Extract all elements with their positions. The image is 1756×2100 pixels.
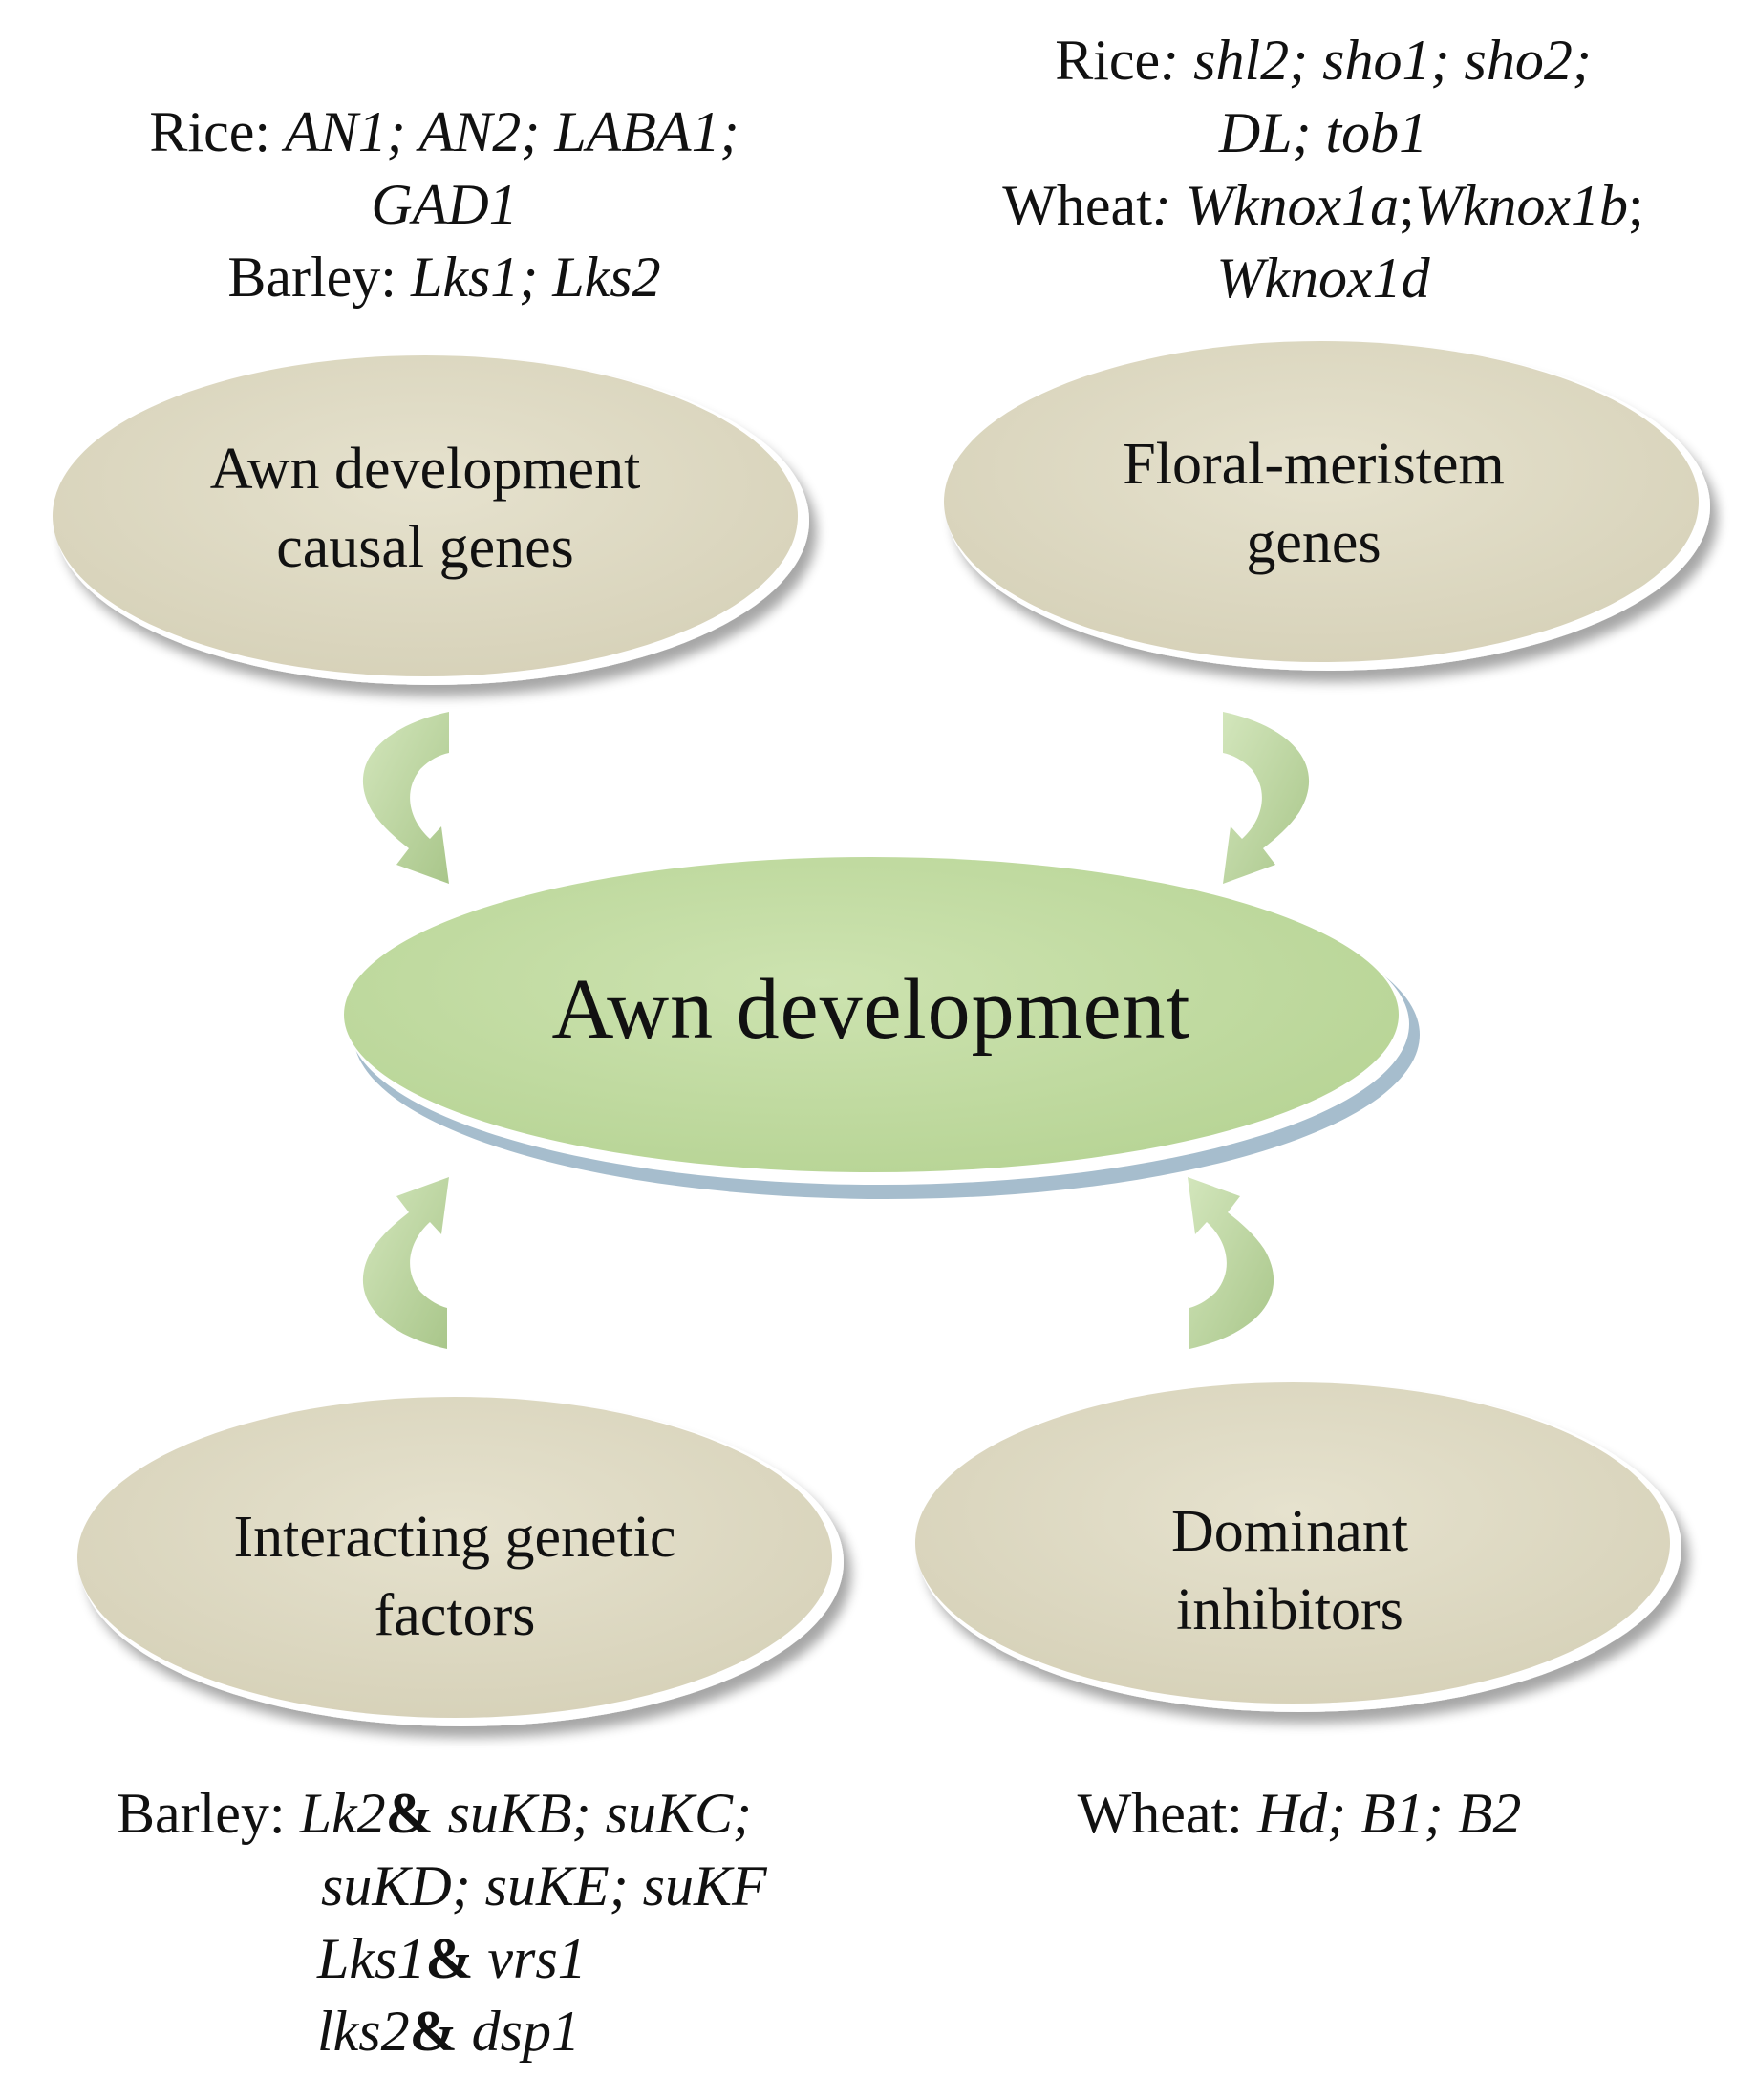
bubble-label-line1: Interacting genetic xyxy=(233,1505,676,1570)
bubble-label-line2: causal genes xyxy=(276,515,574,580)
rice-genes: AN1; AN2; LABA1; xyxy=(285,100,739,163)
barley-line: Barley: Lks1; Lks2 xyxy=(86,241,803,313)
ampersand: & xyxy=(385,1782,434,1845)
gene-list-top-left: Rice: AN1; AN2; LABA1; GAD1 Barley: Lks1… xyxy=(86,96,803,313)
bubble-label-floral-meristem: Floral-meristem genes xyxy=(1075,425,1553,582)
ampersand: & xyxy=(425,1927,474,1990)
dsp1-gene: dsp1 xyxy=(471,2000,580,2063)
bubble-label-awn-causal-genes: Awn development causal genes xyxy=(186,430,664,587)
arrow-bottom-right xyxy=(1188,1177,1274,1349)
arrow-bottom-left xyxy=(362,1177,449,1349)
bubble-label-interacting-factors: Interacting genetic factors xyxy=(206,1498,703,1655)
suk-genes-1: suKB; suKC; xyxy=(447,1782,752,1845)
rice-genes: : shl2; sho1; sho2; xyxy=(1160,29,1592,92)
arrow-top-left xyxy=(362,712,449,884)
vrs1-gene: vrs1 xyxy=(487,1927,587,1990)
gene-list-bottom-right: Wheat: Hd; B1; B2 xyxy=(1032,1777,1567,1850)
barley-genes: Lks1; Lks2 xyxy=(410,246,661,309)
bubble-label-line1: Floral-meristem xyxy=(1123,432,1505,497)
center-awn-development xyxy=(344,857,1420,1199)
barley-label: Barley: xyxy=(227,246,396,309)
wheat-line: Wheat: Hd; B1; B2 xyxy=(1032,1777,1567,1850)
bubble-label-line2: inhibitors xyxy=(1176,1577,1403,1642)
rice-line-cont: DL; tob1 xyxy=(917,96,1729,169)
barley-label: Barley: xyxy=(117,1782,286,1845)
arrow-top-right xyxy=(1223,712,1310,884)
rice-line: Rice: shl2; sho1; sho2; xyxy=(917,24,1729,96)
bubble-awn-causal-genes xyxy=(53,355,809,685)
lks1-line: Lks1& vrs1 xyxy=(117,1922,881,1995)
wheat-genes-a: : Wknox1a xyxy=(1151,174,1400,237)
bubble-label-line2: factors xyxy=(374,1583,536,1648)
wheat-genes-b: Wknox1b xyxy=(1414,174,1629,237)
wheat-genes: Hd; B1; B2 xyxy=(1256,1782,1522,1845)
gene-list-top-right: Rice: shl2; sho1; sho2; DL; tob1 Wheat: … xyxy=(917,24,1729,314)
suk-line-2: suKD; suKE; suKF xyxy=(117,1850,881,1922)
rice-genes-cont: GAD1 xyxy=(371,173,518,236)
bubble-interacting-factors xyxy=(77,1397,844,1726)
wheat-line-cont: Wknox1d xyxy=(917,242,1729,314)
bubble-label-line1: Awn development xyxy=(209,437,641,502)
wheat-sep: ; xyxy=(1399,174,1415,237)
lk2-gene: Lk2 xyxy=(299,1782,386,1845)
bubble-label-line2: genes xyxy=(1246,510,1381,575)
ampersand: & xyxy=(409,2000,458,2063)
wheat-line: Wheat: Wknox1a;Wknox1b; xyxy=(917,169,1729,242)
bubble-label-dominant-inhibitors: Dominant inhibitors xyxy=(1051,1492,1529,1649)
rice-line: Rice: AN1; AN2; LABA1; xyxy=(86,96,803,168)
gene-list-bottom-left: Barley: Lk2& suKB; suKC; suKD; suKE; suK… xyxy=(117,1777,881,2068)
bubble-floral-meristem-genes xyxy=(944,341,1710,671)
lks2-line: lks2& dsp1 xyxy=(117,1995,881,2068)
rice-label: Rice: xyxy=(149,100,271,163)
lks2-gene: lks2 xyxy=(317,2000,410,2063)
center-label: Awn development xyxy=(551,962,1191,1057)
barley-line: Barley: Lk2& suKB; suKC; xyxy=(117,1777,881,1850)
wheat-label: Wheat xyxy=(1002,174,1152,237)
rice-label: Rice xyxy=(1055,29,1161,92)
suk-genes-2: suKD; suKE; suKF xyxy=(321,1854,767,1918)
rice-genes-cont: DL; tob1 xyxy=(1218,101,1428,164)
rice-line-cont: GAD1 xyxy=(86,168,803,241)
lks1-gene: Lks1 xyxy=(317,1927,426,1990)
bubble-label-line1: Dominant xyxy=(1171,1499,1408,1564)
wheat-genes-cont: Wknox1d xyxy=(1216,246,1430,310)
wheat-label: Wheat: xyxy=(1077,1782,1243,1845)
bubble-dominant-inhibitors xyxy=(915,1382,1681,1712)
wheat-sep2: ; xyxy=(1628,174,1644,237)
